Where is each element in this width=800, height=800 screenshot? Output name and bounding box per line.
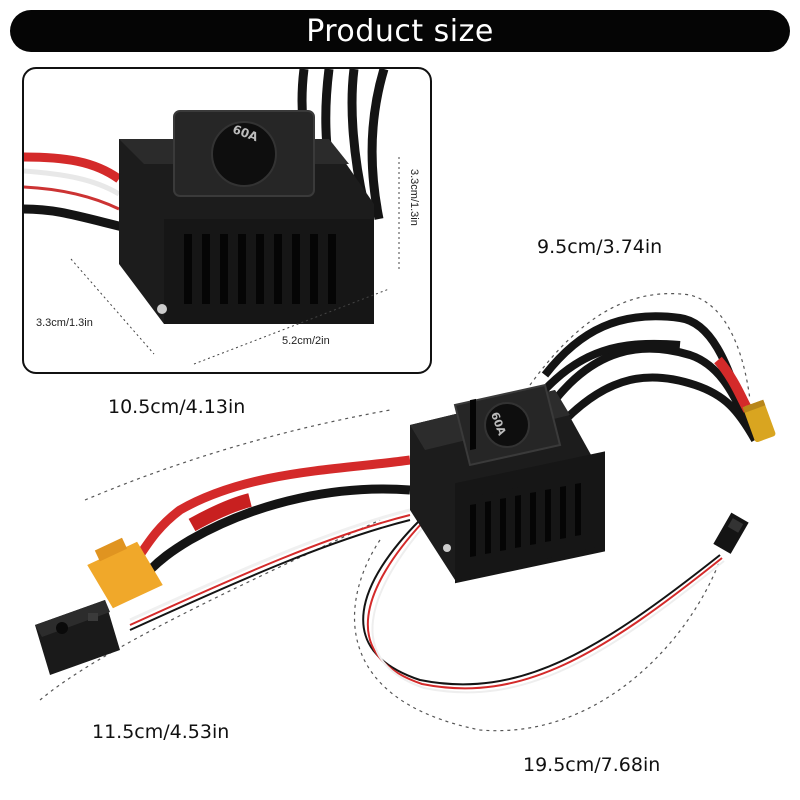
esc-body: 60A <box>410 383 605 584</box>
motor-wire-b <box>551 344 754 432</box>
title-banner: Product size <box>10 10 790 52</box>
signal-wire-length-label: 19.5cm/7.68in <box>523 754 661 776</box>
detail-size-box: 60A 3.3cm/1.3in 3.3cm/1.3in 5.2cm/2in <box>22 67 432 374</box>
esc-detail-illustration: 60A <box>24 69 400 365</box>
bullet-connector <box>742 399 776 443</box>
title-text: Product size <box>306 13 494 49</box>
xt60-connector <box>87 537 163 609</box>
detail-length-label: 5.2cm/2in <box>282 335 330 347</box>
servo-plug <box>713 512 749 554</box>
motor-wire-c <box>562 373 759 442</box>
detail-width-label: 3.3cm/1.3in <box>36 317 93 329</box>
switch-wire-length-label: 11.5cm/4.53in <box>92 721 230 743</box>
battery-wire-black <box>146 484 411 574</box>
battery-wire-red <box>136 455 411 558</box>
battery-wire-length-label: 10.5cm/4.13in <box>108 396 246 418</box>
power-switch <box>35 600 120 675</box>
motor-wire-length-label: 9.5cm/3.74in <box>537 236 663 258</box>
